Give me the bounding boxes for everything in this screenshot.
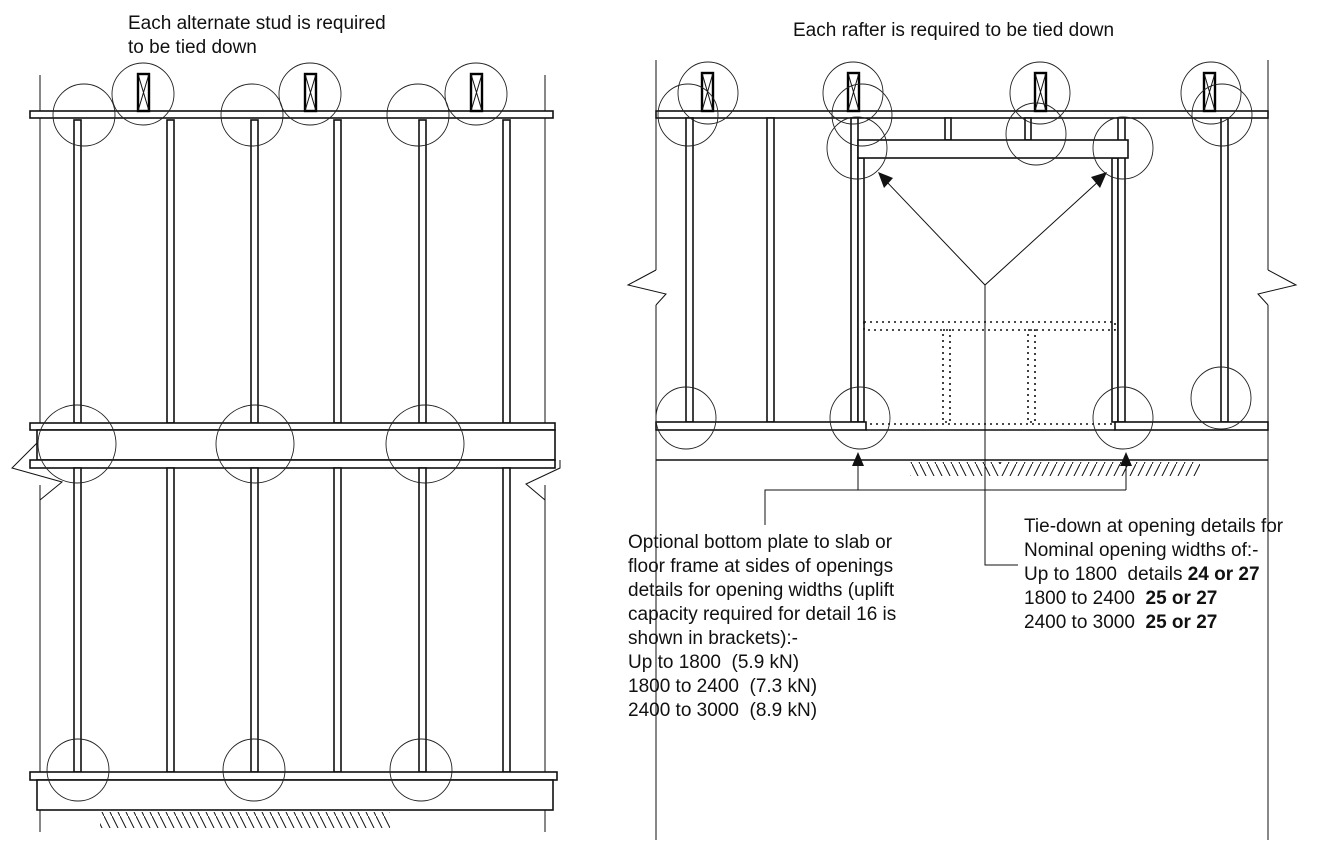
range: Up to 1800 details	[1024, 564, 1188, 585]
bottom-plate-right	[1114, 421, 1269, 431]
break-mark-left	[11, 442, 64, 501]
note-row: 1800 to 2400 25 or 27	[1024, 588, 1217, 609]
note-row: 2400 to 3000 25 or 27	[1024, 612, 1217, 633]
note-line: capacity required for detail 16 is	[628, 604, 896, 625]
jamb-stud-right	[1117, 117, 1126, 423]
note-line: Optional bottom plate to slab or	[628, 532, 893, 553]
range: 1800 to 2400	[1024, 588, 1146, 609]
arrow-head	[1091, 172, 1107, 188]
upper-studs	[73, 119, 511, 424]
mid-top-plate	[29, 422, 556, 431]
note-line: floor frame at sides of openings	[628, 556, 893, 577]
lintel	[857, 139, 1129, 159]
tie-down-locations	[655, 61, 1253, 450]
arrow-head	[1120, 452, 1132, 466]
left-title-line1: Each alternate stud is required	[128, 13, 386, 34]
right-wall-elevation	[626, 60, 1298, 840]
details: 25 or 27	[1146, 588, 1218, 609]
break-mark-left	[626, 269, 667, 306]
note-line: Tie-down at opening details for	[1024, 516, 1284, 537]
note-row: Up to 1800 details 24 or 27	[1024, 564, 1260, 585]
rafter-ties	[136, 72, 484, 113]
ground-hatch	[100, 812, 390, 828]
range: 2400 to 3000	[1024, 612, 1146, 633]
left-wall-elevation	[11, 62, 561, 832]
note-opening: Tie-down at opening details for Nominal …	[1024, 516, 1284, 633]
lower-studs	[73, 467, 511, 773]
details: 24 or 27	[1188, 564, 1260, 585]
arrow-head	[878, 172, 893, 188]
details: 25 or 27	[1146, 612, 1218, 633]
note-line: shown in brackets):-	[628, 628, 798, 649]
right-title: Each rafter is required to be tied down	[793, 20, 1114, 41]
rafter-ties	[700, 71, 1217, 113]
top-plate	[655, 110, 1269, 119]
note-line: Nominal opening widths of:-	[1024, 540, 1258, 561]
floor-beam	[36, 429, 556, 461]
note-line: 2400 to 3000 (8.9 kN)	[628, 700, 817, 721]
bottom-plate-left	[655, 421, 867, 431]
leader-lines	[764, 172, 1132, 566]
jamb-stud-left	[850, 117, 859, 423]
tie-down-locations	[37, 62, 508, 802]
slab-edge	[36, 779, 554, 811]
window-sill-dotted	[863, 321, 1116, 425]
break-mark-right	[1257, 269, 1298, 306]
left-title-line2: to be tied down	[128, 37, 257, 58]
note-line: 1800 to 2400 (7.3 kN)	[628, 676, 817, 697]
break-mark-right	[525, 460, 561, 501]
arrow-head	[852, 452, 864, 466]
top-plate	[29, 110, 554, 119]
ground-hatch	[910, 462, 1000, 476]
mid-bottom-plate	[29, 459, 556, 469]
note-line: details for opening widths (uplift	[628, 580, 895, 601]
note-bottom-plate: Optional bottom plate to slab or floor f…	[628, 532, 896, 721]
note-line: Up to 1800 (5.9 kN)	[628, 652, 799, 673]
